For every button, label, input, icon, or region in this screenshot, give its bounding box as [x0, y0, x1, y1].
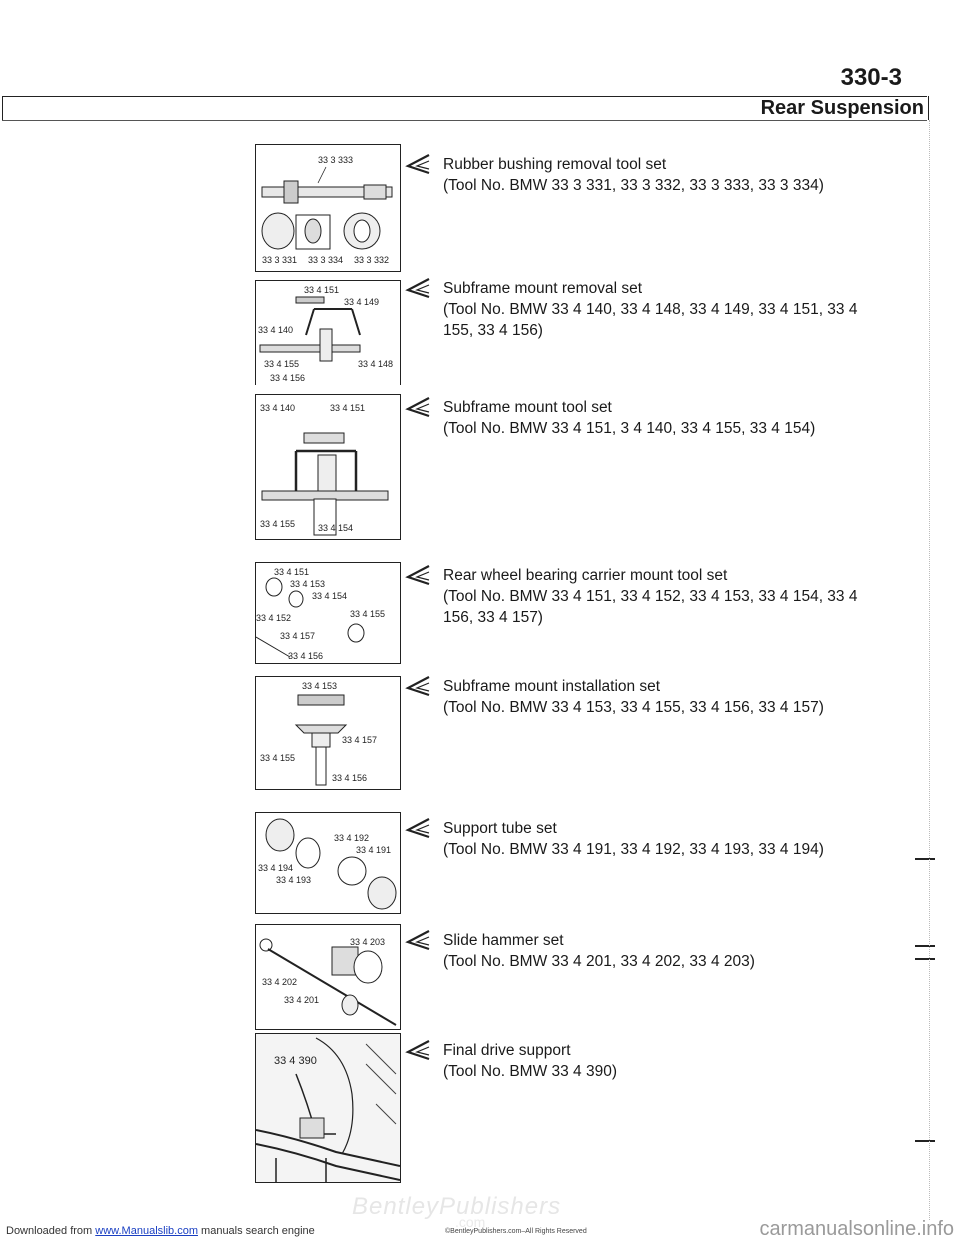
tool-title: Final drive support [443, 1042, 571, 1059]
fig-label: 33 4 151 [330, 403, 365, 413]
fig-label: 33 4 155 [264, 359, 299, 369]
fig-label: 33 4 156 [288, 651, 323, 661]
fig-label: 33 4 152 [256, 613, 291, 623]
arrow-icon [405, 154, 430, 175]
section-title: Rear Suspension [760, 97, 924, 119]
header-rule [2, 96, 927, 97]
page-number: 330-3 [840, 64, 902, 91]
footer-copyright: ©BentleyPublishers.com–All Rights Reserv… [445, 1228, 587, 1235]
fig-label: 33 4 157 [342, 735, 377, 745]
fig-label: 33 4 155 [260, 519, 295, 529]
fig-label: 33 4 201 [284, 995, 319, 1005]
fig-label: 33 4 193 [276, 875, 311, 885]
arrow-icon [405, 1040, 430, 1061]
arrow-icon [405, 397, 430, 418]
arrow-icon [405, 565, 430, 586]
fig-label: 33 4 153 [302, 681, 337, 691]
tool-detail: (Tool No. BMW 33 4 390) [443, 1063, 618, 1080]
margin-mark [915, 958, 935, 960]
fig-label: 33 4 151 [274, 567, 309, 577]
fig-label: 33 4 155 [350, 609, 385, 619]
figure-final-drive-support: 33 4 390 [255, 1033, 401, 1183]
footer-prefix: Downloaded from [6, 1225, 96, 1237]
figure-subframe-removal-set: 33 4 151 33 4 149 33 4 140 33 4 155 33 4… [255, 280, 401, 385]
figure-bearing-carrier-set: 33 4 151 33 4 153 33 4 154 33 4 152 33 4… [255, 562, 401, 664]
margin-mark [915, 858, 935, 860]
fig-label: 33 4 149 [344, 297, 379, 307]
header-bottom-rule [2, 120, 927, 121]
tool-detail: (Tool No. BMW 33 3 331, 33 3 332, 33 3 3… [443, 177, 824, 194]
fig-label: 33 4 192 [334, 833, 369, 843]
arrow-icon [405, 676, 430, 697]
fig-label: 33 3 331 [262, 255, 297, 265]
fig-label: 33 4 155 [260, 753, 295, 763]
tool-detail: (Tool No. BMW 33 4 151, 3 4 140, 33 4 15… [443, 420, 816, 437]
watermark: BentleyPublishers [352, 1193, 562, 1220]
tool-detail: (Tool No. BMW 33 4 191, 33 4 192, 33 4 1… [443, 841, 824, 858]
footer-download-note: Downloaded from www.Manualslib.com manua… [6, 1225, 315, 1237]
fig-label: 33 4 390 [274, 1055, 317, 1067]
margin-rule [929, 120, 930, 1220]
watermark-suffix: .com [455, 1214, 486, 1230]
fig-label: 33 4 140 [260, 403, 295, 413]
figure-bushing-removal-tool: 33 3 333 33 3 331 33 3 334 33 3 332 [255, 144, 401, 272]
tool-title: Subframe mount removal set [443, 280, 643, 297]
fig-label: 33 4 156 [332, 773, 367, 783]
tool-title: Rubber bushing removal tool set [443, 156, 667, 173]
arrow-icon [405, 930, 430, 951]
fig-label: 33 4 140 [258, 325, 293, 335]
tool-title: Rear wheel bearing carrier mount tool se… [443, 567, 728, 584]
fig-label: 33 4 154 [318, 523, 353, 533]
fig-label: 33 4 202 [262, 977, 297, 987]
tool-title: Support tube set [443, 820, 557, 837]
header-box [2, 96, 929, 120]
tool-detail: (Tool No. BMW 33 4 140, 33 4 148, 33 4 1… [443, 301, 858, 339]
tool-title: Subframe mount tool set [443, 399, 612, 416]
tool-detail: (Tool No. BMW 33 4 151, 33 4 152, 33 4 1… [443, 588, 858, 626]
footer-link[interactable]: www.Manualslib.com [95, 1225, 198, 1237]
fig-label: 33 3 333 [318, 155, 353, 165]
fig-label: 33 4 154 [312, 591, 347, 601]
figure-support-tube-set: 33 4 192 33 4 191 33 4 194 33 4 193 [255, 812, 401, 914]
fig-label: 33 4 156 [270, 373, 305, 383]
fig-label: 33 4 151 [304, 285, 339, 295]
arrow-icon [405, 278, 430, 299]
margin-mark [915, 945, 935, 947]
figure-slide-hammer-set: 33 4 203 33 4 202 33 4 201 [255, 924, 401, 1030]
fig-label: 33 4 191 [356, 845, 391, 855]
tool-detail: (Tool No. BMW 33 4 201, 33 4 202, 33 4 2… [443, 953, 755, 970]
fig-label: 33 3 332 [354, 255, 389, 265]
tool-title: Slide hammer set [443, 932, 564, 949]
fig-label: 33 4 157 [280, 631, 315, 641]
tool-title: Subframe mount installation set [443, 678, 661, 695]
fig-label: 33 4 194 [258, 863, 293, 873]
margin-mark [915, 1140, 935, 1142]
figure-subframe-mount-set: 33 4 140 33 4 151 33 4 155 33 4 154 [255, 394, 401, 540]
fig-label: 33 4 203 [350, 937, 385, 947]
fig-label: 33 3 334 [308, 255, 343, 265]
tool-detail: (Tool No. BMW 33 4 153, 33 4 155, 33 4 1… [443, 699, 824, 716]
fig-label: 33 4 148 [358, 359, 393, 369]
footer-site[interactable]: carmanualsonline.info [759, 1218, 954, 1240]
footer-suffix: manuals search engine [197, 1225, 315, 1237]
fig-label: 33 4 153 [290, 579, 325, 589]
arrow-icon [405, 818, 430, 839]
figure-subframe-installation-set: 33 4 153 33 4 157 33 4 155 33 4 156 [255, 676, 401, 790]
